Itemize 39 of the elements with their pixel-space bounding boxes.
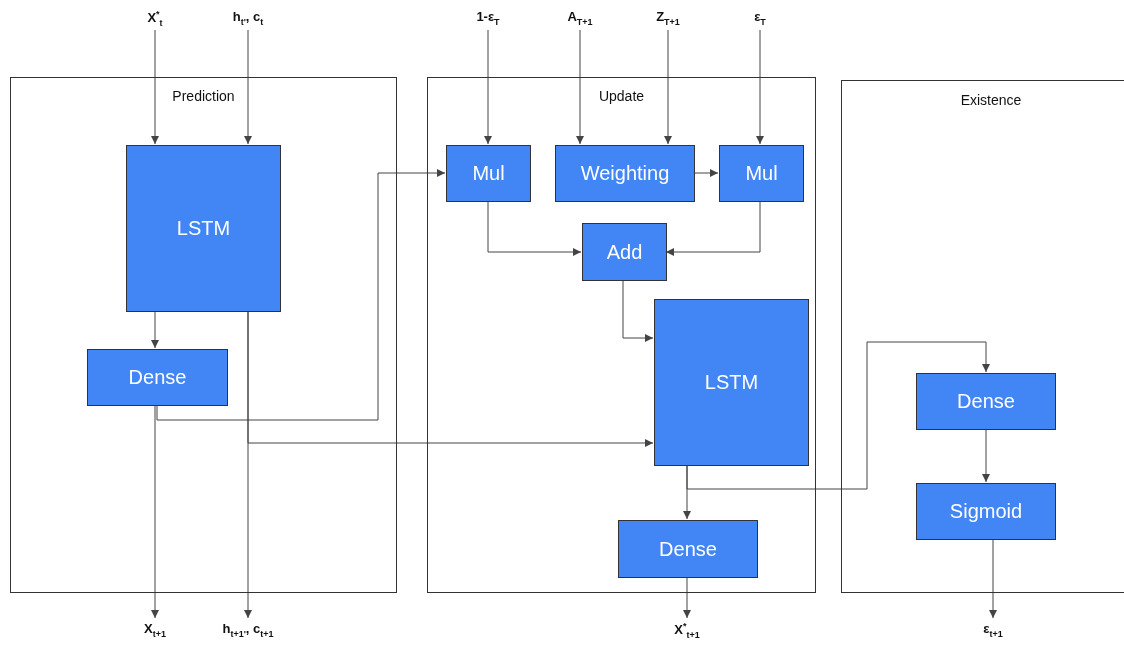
process-box: LSTM [654, 299, 809, 466]
arrow [622, 279, 654, 342]
process-box: Dense [618, 520, 758, 578]
arrow [989, 538, 997, 619]
arrow [151, 29, 159, 145]
arrow [156, 169, 446, 421]
panel-title: Update [597, 88, 646, 104]
process-box: Add [582, 223, 667, 281]
signal-label: ε$_{t+1}$ [963, 618, 1023, 642]
process-box: Dense [87, 349, 228, 406]
arrow [686, 341, 990, 490]
arrow [151, 310, 159, 349]
arrow [247, 310, 654, 447]
signal-label: h$_{t+1'}$, c$_{t+1}$ [198, 618, 298, 642]
process-box: Dense [916, 373, 1056, 430]
process-box: Weighting [555, 145, 695, 202]
arrow [683, 576, 691, 619]
arrow [576, 29, 584, 145]
process-box: LSTM [126, 145, 281, 312]
signal-label: X$_{t+1}$ [125, 618, 185, 642]
panel-title: Existence [959, 92, 1023, 108]
arrow [693, 169, 719, 177]
process-box: Mul [446, 145, 531, 202]
signal-label: 1-ε$_{T}$ [458, 6, 518, 30]
arrow [665, 200, 761, 256]
process-box: Mul [719, 145, 804, 202]
signal-label: Z$_{T+1}$ [638, 6, 698, 30]
panel-title: Prediction [171, 88, 236, 104]
arrow [151, 404, 159, 619]
signal-label: ε$_{T}$ [730, 6, 790, 30]
signal-label: A$_{T+1}$ [550, 6, 610, 30]
signal-label: h$_{t'}$, c$_{t}$ [208, 6, 288, 30]
arrow [756, 29, 764, 145]
arrow [664, 29, 672, 145]
arrow [487, 200, 582, 256]
arrow [484, 29, 492, 145]
arrow [982, 428, 990, 483]
process-box: Sigmoid [916, 483, 1056, 540]
arrow [244, 29, 252, 145]
